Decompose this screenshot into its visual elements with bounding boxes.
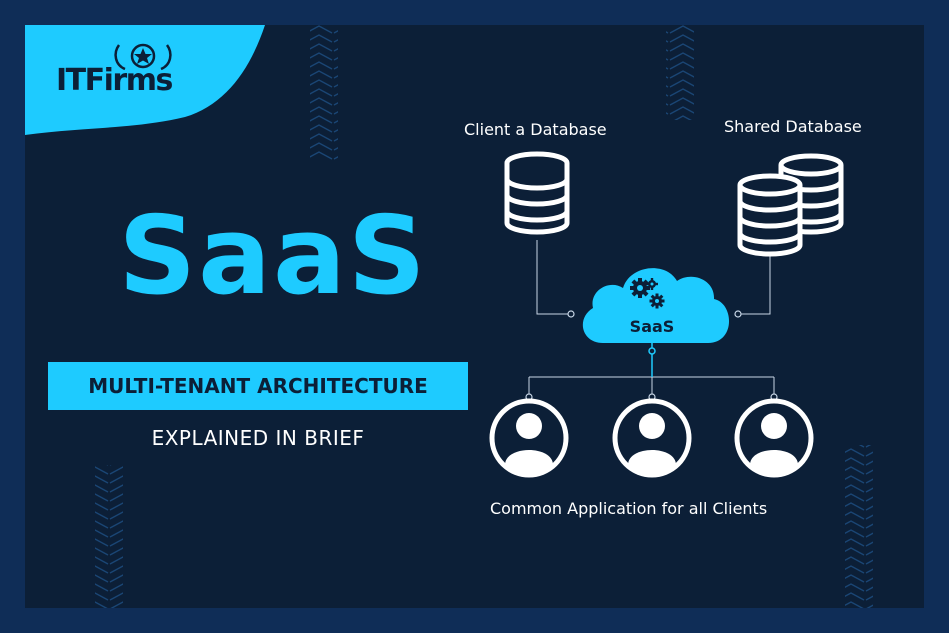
shared-database-icon-front — [737, 173, 803, 257]
clients-label: Common Application for all Clients — [490, 499, 768, 518]
laurel-star-icon — [114, 43, 172, 71]
cloud-label: SaaS — [630, 317, 675, 336]
user-icon-2 — [612, 398, 692, 478]
client-database-icon — [504, 151, 570, 235]
client-database-label: Client a Database — [464, 120, 607, 139]
user-icon-1 — [489, 398, 569, 478]
poster-card: ITFirms SaaS MULTI-TENANT ARCHITECTURE E… — [25, 25, 924, 608]
user-icon-3 — [734, 398, 814, 478]
hero-title: SaaS — [118, 194, 428, 319]
hero-subtitle: EXPLAINED IN BRIEF — [151, 426, 365, 450]
hero-banner-text: MULTI-TENANT ARCHITECTURE — [88, 374, 428, 398]
logo-text[interactable]: ITFirms — [56, 63, 173, 98]
shared-database-label: Shared Database — [724, 117, 862, 136]
cloud-node — [648, 347, 656, 355]
chevron-pattern — [95, 25, 873, 608]
logo-panel — [25, 25, 265, 135]
connector-nodes — [525, 310, 778, 401]
architecture-diagram: SaaS — [489, 151, 844, 478]
gears-icon — [630, 278, 665, 309]
hero-banner: MULTI-TENANT ARCHITECTURE — [48, 362, 468, 410]
